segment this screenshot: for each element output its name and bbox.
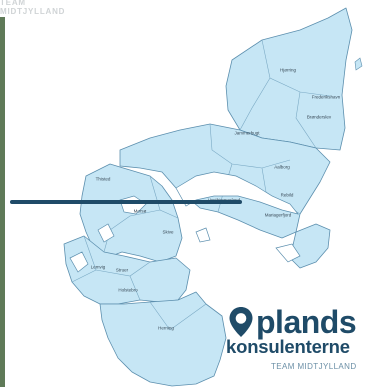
lake-mid — [195, 227, 211, 243]
municipality-label: Hjørring — [279, 67, 297, 73]
map-pin-icon — [229, 307, 253, 337]
municipality-label: Morsø — [133, 208, 147, 214]
municipality-label: Lemvig — [90, 264, 106, 270]
municipality-label: Mariagerfjord — [264, 212, 292, 218]
region-south — [99, 291, 227, 387]
page-title: TEAM MIDTJYLLAND — [0, 0, 66, 16]
logo-top-row: plands — [228, 304, 357, 340]
municipality-label: Holstebro — [118, 287, 138, 293]
fjord-nissum — [69, 251, 89, 273]
municipality-label: Struer — [115, 267, 129, 273]
logo-subtitle: konsulenterne — [226, 336, 350, 357]
fjord-west — [97, 223, 115, 243]
fjord-mariager — [275, 243, 301, 263]
left-accent-bar — [0, 17, 5, 387]
municipality-label: Rebild — [280, 192, 294, 198]
logo-team: TEAM MIDTJYLLAND — [271, 362, 357, 371]
municipality-label: Aalborg — [274, 164, 290, 170]
oplands-logo: plands konsulenterne TEAM MIDTJYLLAND — [224, 306, 378, 387]
region-vendsyssel — [225, 7, 353, 151]
municipality-label: Jammerbugt — [234, 130, 260, 136]
municipality-label: Brønderslev — [306, 114, 332, 120]
municipality-label: Thisted — [95, 176, 111, 182]
municipality-label: Herning — [158, 325, 174, 331]
municipality-label: Frederikshavn — [311, 94, 341, 100]
logo-word: plands — [256, 304, 357, 340]
municipality-label: Skive — [162, 229, 174, 235]
pointer-line — [10, 200, 242, 204]
fjord-limfjord — [175, 171, 299, 215]
island-northeast — [354, 57, 363, 71]
